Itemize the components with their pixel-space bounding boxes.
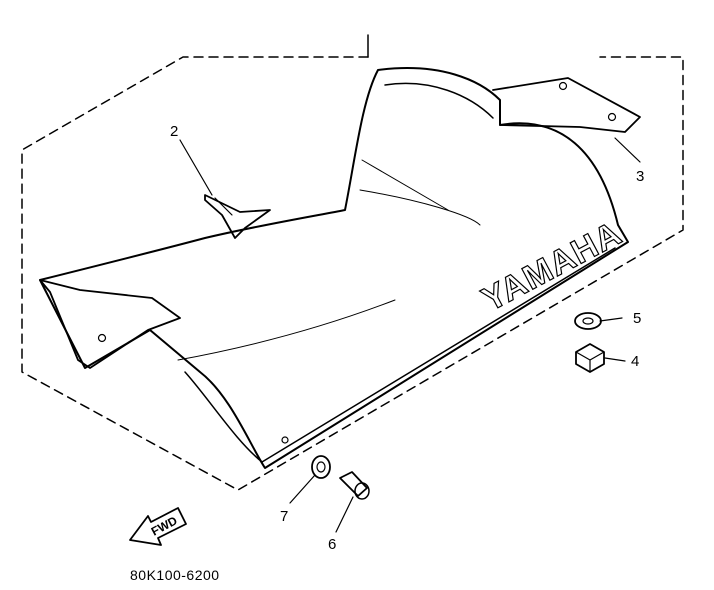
nut-4	[575, 343, 605, 373]
seat	[39, 67, 629, 469]
fwd-arrow-icon: FWD	[129, 507, 187, 546]
callout-3: 3	[636, 168, 644, 185]
leader-lines	[179, 137, 641, 533]
bolt-6	[339, 471, 370, 500]
callout-6: 6	[328, 536, 336, 553]
brand-lettering: YAMAHA	[476, 214, 628, 319]
collar-7	[311, 455, 331, 479]
callout-5: 5	[633, 310, 641, 327]
assembly-boundary	[21, 34, 684, 491]
callout-4: 4	[631, 353, 639, 370]
seat-clip	[204, 194, 271, 239]
washer-5	[574, 312, 602, 330]
callout-2: 2	[170, 123, 178, 140]
part-code: 80K100-6200	[130, 567, 220, 583]
callout-7: 7	[280, 508, 288, 525]
rear-bracket	[492, 77, 641, 133]
